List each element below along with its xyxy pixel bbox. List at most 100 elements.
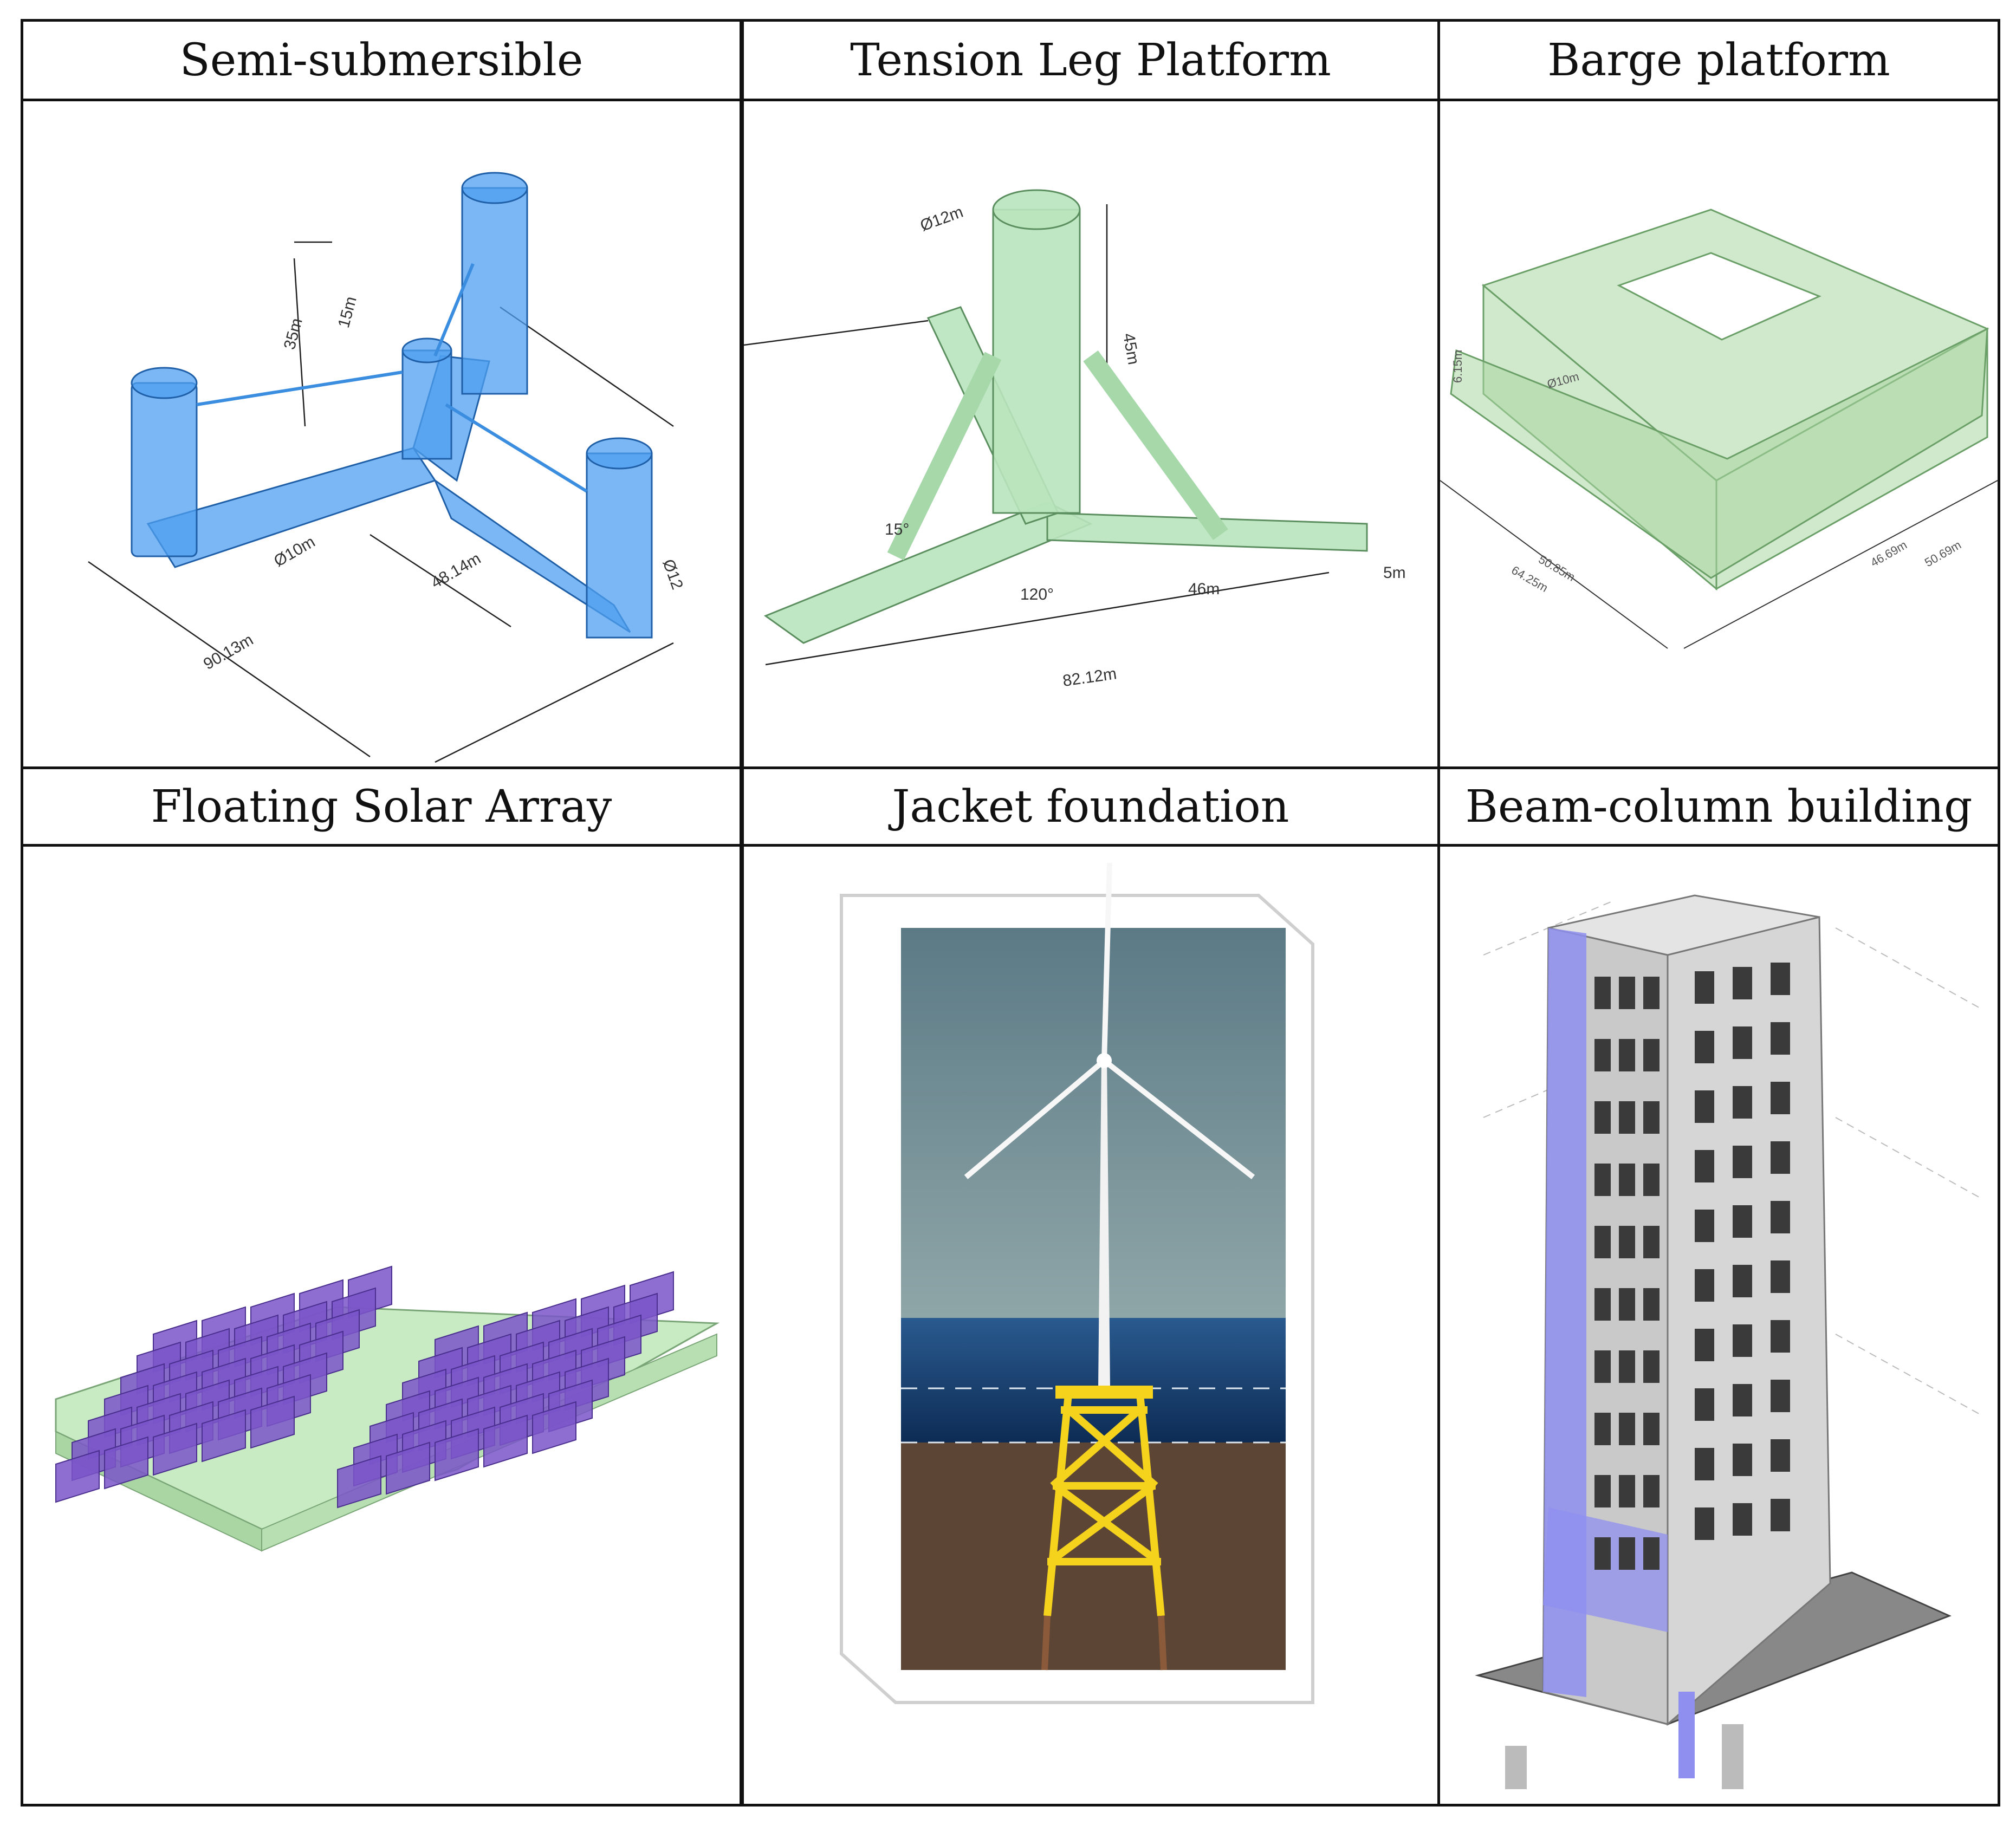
window (1643, 1537, 1660, 1570)
title-beam-column-building: Beam-column building (1465, 781, 1973, 833)
jacket-svg (840, 862, 1314, 1704)
title-jacket-foundation: Jacket foundation (892, 781, 1289, 833)
dim-45m: 45m (1119, 332, 1143, 366)
window (1733, 1324, 1752, 1357)
window (1695, 1448, 1714, 1480)
dim-10m: Ø10m (271, 533, 318, 570)
window (1771, 1082, 1790, 1114)
window (1594, 1413, 1611, 1445)
window (1733, 1026, 1752, 1059)
window (1771, 1499, 1790, 1531)
window (1695, 971, 1714, 1004)
floating-solar-array-drawing (23, 847, 740, 1804)
solar-panel (153, 1422, 197, 1476)
window (1771, 1380, 1790, 1412)
semi-submersible-svg: 35m 15m Ø10m 48.14m 90.13m Ø12 (88, 172, 686, 763)
window (1771, 1141, 1790, 1174)
column-divider-1 (740, 22, 744, 1804)
header-divider-bottom (23, 844, 1998, 847)
window (1695, 1388, 1714, 1421)
solar-panel (104, 1436, 148, 1490)
window (1594, 1350, 1611, 1383)
window (1695, 1031, 1714, 1063)
window (1695, 1090, 1714, 1123)
dim-90-13m: 90.13m (200, 631, 256, 673)
tlp-svg: Ø12m 45m 15° 120° 46m 82.12m 5m (744, 189, 1406, 690)
solar-panel (250, 1395, 295, 1449)
window (1771, 1439, 1790, 1472)
window (1594, 1164, 1611, 1196)
row-divider (23, 766, 1998, 769)
dim-15deg: 15° (885, 521, 909, 538)
window (1771, 1201, 1790, 1233)
window (1619, 1537, 1635, 1570)
window (1594, 1101, 1611, 1134)
dim-120deg: 120° (1020, 586, 1054, 603)
window (1594, 977, 1611, 1009)
semi-submersible-drawing: 35m 15m Ø10m 48.14m 90.13m Ø12 (23, 101, 740, 766)
window (1771, 1260, 1790, 1293)
solar-panel (386, 1441, 430, 1495)
window (1771, 963, 1790, 995)
window (1594, 1039, 1611, 1071)
window (1619, 977, 1635, 1009)
window (1733, 1205, 1752, 1238)
window (1733, 1265, 1752, 1297)
solar-panel (532, 1401, 576, 1454)
window (1771, 1320, 1790, 1353)
window (1594, 1226, 1611, 1258)
window (1643, 1475, 1660, 1507)
window (1643, 1039, 1660, 1071)
title-barge-platform: Barge platform (1547, 34, 1890, 86)
window (1733, 1146, 1752, 1178)
figure-table: Semi-submersible Tension Leg Platform Ba… (21, 19, 2000, 1806)
window (1594, 1537, 1611, 1570)
window (1643, 1101, 1660, 1134)
beam-column-building-drawing (1440, 847, 1998, 1804)
window (1619, 1350, 1635, 1383)
jacket-foundation-drawing (744, 847, 1437, 1804)
dim-82-12m: 82.12m (1061, 665, 1118, 690)
window (1619, 1475, 1635, 1507)
dim-48-14m: 48.14m (428, 549, 484, 592)
window (1619, 1101, 1635, 1134)
window (1695, 1150, 1714, 1182)
title-semi-submersible: Semi-submersible (179, 34, 584, 86)
solar-svg (55, 1265, 720, 1552)
window (1733, 967, 1752, 999)
window (1643, 1350, 1660, 1383)
window (1643, 1164, 1660, 1196)
window (1695, 1269, 1714, 1302)
window (1643, 1288, 1660, 1321)
solar-panel (435, 1428, 479, 1481)
window (1695, 1507, 1714, 1540)
title-floating-solar-array: Floating Solar Array (151, 781, 612, 833)
window (1619, 1288, 1635, 1321)
dim-46-69m: 46.69m (1868, 538, 1909, 569)
dim-46m: 46m (1188, 580, 1220, 598)
window (1695, 1210, 1714, 1242)
window (1771, 1022, 1790, 1055)
dim-5m: 5m (1383, 564, 1406, 582)
window (1643, 1413, 1660, 1445)
window (1594, 1288, 1611, 1321)
dim-35m: 35m (281, 316, 306, 352)
window (1619, 1039, 1635, 1071)
title-tension-leg-platform: Tension Leg Platform (850, 34, 1331, 86)
dim-50-69m: 50.69m (1922, 538, 1963, 569)
window (1619, 1413, 1635, 1445)
barge-svg: Ø10m 6.15m 50.85m 64.25m 46.69m 50.69m (1440, 209, 1998, 649)
building-svg (1475, 894, 1982, 1789)
window (1643, 977, 1660, 1009)
dim-12: Ø12 (659, 557, 686, 592)
window (1619, 1164, 1635, 1196)
solar-panel (483, 1414, 528, 1468)
window (1643, 1226, 1660, 1258)
window (1733, 1384, 1752, 1416)
window (1619, 1226, 1635, 1258)
dim-15m: 15m (335, 295, 360, 330)
solar-panel (202, 1409, 246, 1463)
column-divider-2 (1437, 22, 1440, 1804)
window (1695, 1329, 1714, 1361)
solar-panel (337, 1455, 381, 1509)
